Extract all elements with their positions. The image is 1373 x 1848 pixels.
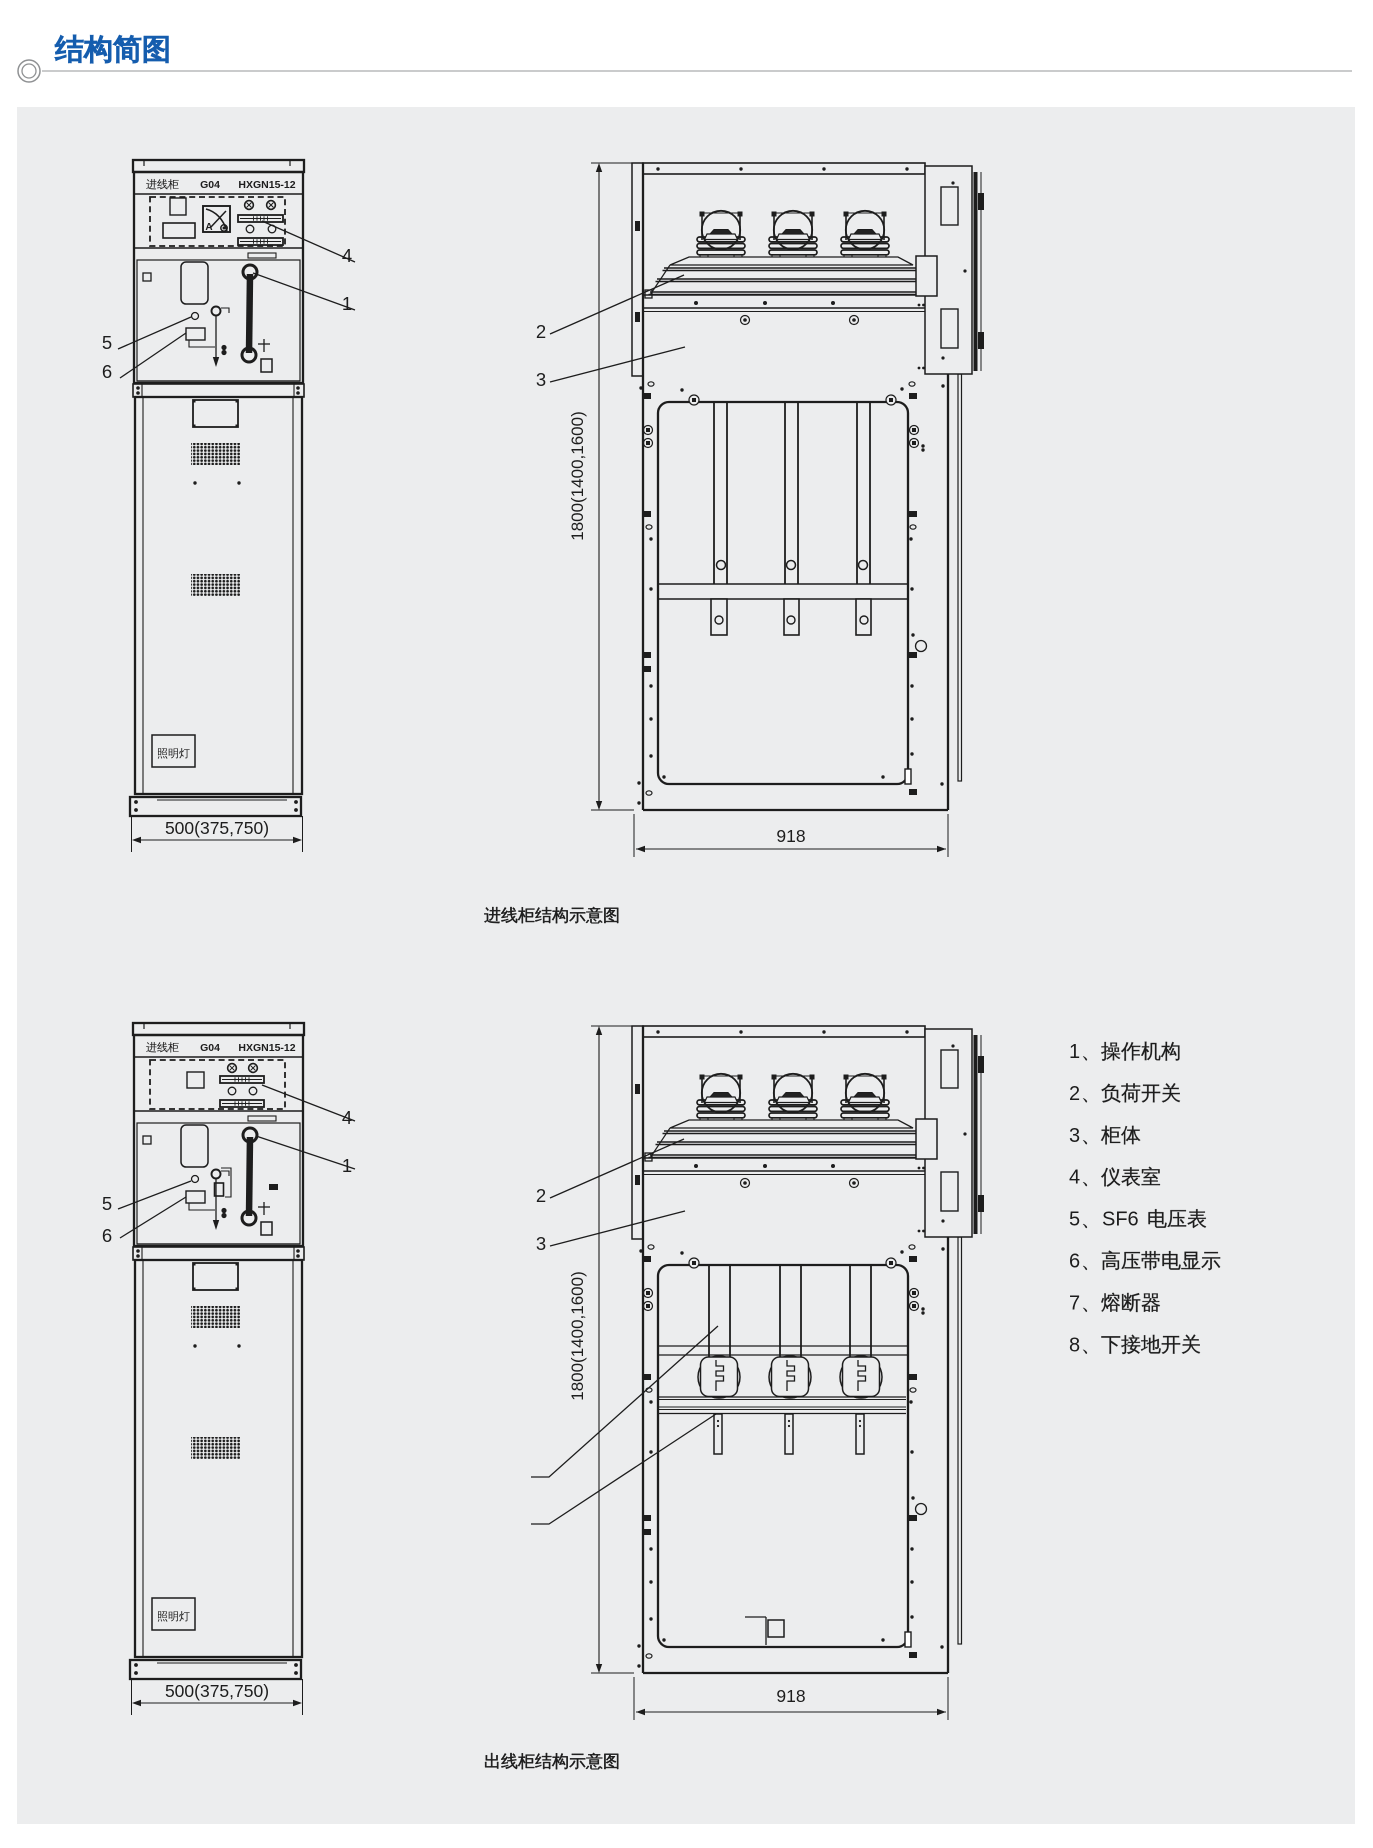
svg-text:918: 918 [776, 1686, 805, 1706]
svg-text:6: 6 [102, 361, 112, 382]
svg-text:HXGN15-12: HXGN15-12 [238, 1042, 295, 1054]
svg-text:6: 6 [1069, 1251, 1080, 1273]
svg-text:7: 7 [1069, 1292, 1080, 1314]
svg-text:1: 1 [342, 1155, 352, 1176]
svg-text:A: A [205, 222, 212, 233]
svg-text:2: 2 [536, 1185, 546, 1206]
svg-text:1: 1 [342, 293, 352, 314]
svg-text:3: 3 [536, 369, 546, 390]
svg-text:4: 4 [1069, 1167, 1080, 1189]
svg-text:G04: G04 [200, 1042, 220, 1054]
svg-text:4: 4 [342, 245, 352, 266]
svg-text:918: 918 [776, 826, 805, 846]
svg-text:3: 3 [1069, 1125, 1080, 1147]
svg-text:3: 3 [536, 1233, 546, 1254]
svg-text:G04: G04 [200, 179, 220, 191]
svg-text:8: 8 [1069, 1334, 1080, 1356]
svg-text:HXGN15-12: HXGN15-12 [238, 179, 295, 191]
svg-text:5: 5 [102, 1193, 112, 1214]
svg-text:1: 1 [1069, 1041, 1080, 1063]
svg-text:5: 5 [1069, 1209, 1080, 1231]
svg-text:SF6: SF6 [1102, 1209, 1139, 1231]
svg-text:500(375,750): 500(375,750) [165, 818, 269, 838]
svg-text:6: 6 [102, 1225, 112, 1246]
svg-text:1800(1400,1600): 1800(1400,1600) [568, 411, 587, 541]
svg-text:500(375,750): 500(375,750) [165, 1681, 269, 1701]
svg-text:2: 2 [1069, 1083, 1080, 1105]
svg-text:5: 5 [102, 332, 112, 353]
svg-text:2: 2 [536, 321, 546, 342]
svg-text:1800(1400,1600): 1800(1400,1600) [568, 1271, 587, 1401]
svg-text:4: 4 [342, 1107, 352, 1128]
